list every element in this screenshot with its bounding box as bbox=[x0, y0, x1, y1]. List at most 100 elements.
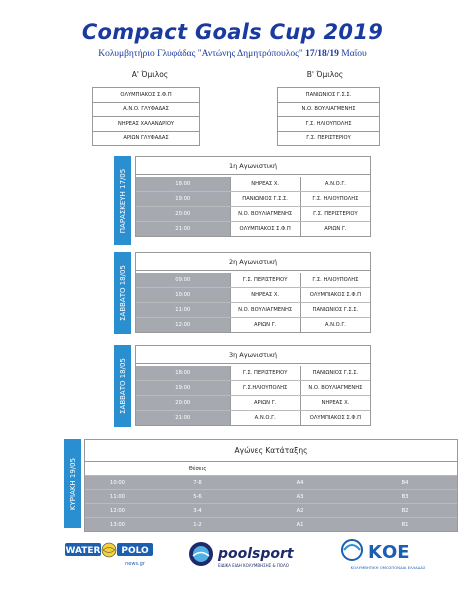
match-time: 12:00 bbox=[136, 318, 231, 332]
poolsport-sub-text: ΕΙΔΙΚΑ ΕΙΔΗ ΚΟΛΥΜΒΗΣΗΣ & ΠΟΛΟ bbox=[218, 563, 289, 568]
ranking-a: A2 bbox=[296, 507, 304, 514]
day-label: ΚΥΡΙΑΚΗ 19/05 bbox=[68, 457, 77, 510]
match-time: 19:00 bbox=[136, 192, 231, 206]
group-a-team: ΝΗΡΕΑΣ ΧΑΛΑΝΔΡΙΟΥ bbox=[93, 117, 199, 132]
match-time: 21:00 bbox=[136, 411, 231, 425]
match-time: 10:00 bbox=[136, 288, 231, 302]
home-team: Α.Ν.Ο.Γ. bbox=[231, 411, 301, 425]
ranking-row: 10:00 7-8 A4 B4 bbox=[85, 476, 457, 490]
home-team: Ν.Ο. ΒΟΥΛΙΑΓΜΕΝΗΣ bbox=[231, 303, 301, 317]
match-time: 19:00 bbox=[136, 381, 231, 395]
home-team: ΝΗΡΕΑΣ Χ. bbox=[231, 288, 301, 302]
home-team: ΟΛΥΜΠΙΑΚΟΣ Σ.Φ.Π bbox=[231, 222, 301, 236]
home-team: ΑΡΙΩΝ Γ. bbox=[231, 318, 301, 332]
ranking-subheader: Θέσεις bbox=[85, 462, 457, 476]
match-time: 18:00 bbox=[136, 177, 231, 191]
group-a-box: ΟΛΥΜΠΙΑΚΟΣ Σ.Φ.Π Α.Ν.Ο. ΓΛΥΦΑΔΑΣ ΝΗΡΕΑΣ … bbox=[92, 87, 200, 146]
home-team: ΝΗΡΕΑΣ Χ. bbox=[231, 177, 301, 191]
poolsport-text: poolsport bbox=[217, 546, 295, 562]
positions-header: Θέσεις bbox=[188, 465, 207, 472]
waterpolo-sub-text: news.gr bbox=[125, 561, 146, 567]
ranking-places: 1-2 bbox=[193, 521, 202, 528]
away-team: ΟΛΥΜΠΙΑΚΟΣ Σ.Φ.Π bbox=[309, 415, 361, 421]
group-b-team: Γ.Σ. ΠΕΡΙΣΤΕΡΙΟΥ bbox=[306, 135, 351, 142]
match-time: 21:00 bbox=[136, 222, 231, 236]
away-team: Ν.Ο. ΒΟΥΛΙΑΓΜΕΝΗΣ bbox=[308, 385, 363, 391]
match-time: 09:00 bbox=[136, 273, 231, 287]
group-b-team: Γ.Σ. ΗΛΙΟΥΠΟΛΗΣ bbox=[278, 117, 379, 132]
home-team: Γ.Σ. ΠΕΡΙΣΤΕΡΙΟΥ bbox=[231, 366, 301, 380]
ranking-row: 13:00 1-2 A1 B1 bbox=[85, 518, 457, 531]
ranking-b: B2 bbox=[401, 507, 409, 514]
match-time: 20:00 bbox=[136, 396, 231, 410]
ranking-title: Αγώνες Κατάταξης bbox=[85, 440, 457, 462]
away-team: Γ.Σ. ΗΛΙΟΥΠΟΛΗΣ bbox=[312, 196, 359, 202]
group-a-team: Α.Ν.Ο. ΓΛΥΦΑΔΑΣ bbox=[93, 103, 199, 117]
day-label: ΠΑΡΑΣΚΕΥΗ 17/05 bbox=[118, 168, 127, 233]
ranking-time: 13:00 bbox=[110, 521, 125, 528]
group-a-title: Α' Όμιλος bbox=[131, 70, 169, 79]
poolsport-logo: poolsport ΕΙΔΙΚΑ ΕΙΔΗ ΚΟΛΥΜΒΗΣΗΣ & ΠΟΛΟ bbox=[186, 538, 316, 574]
home-team: Γ.Σ. ΠΕΡΙΣΤΕΡΙΟΥ bbox=[231, 273, 301, 287]
matchday-title: 1η Αγωνιστική bbox=[136, 157, 370, 175]
day-label: ΣΑΒΒΑΤΟ 18/05 bbox=[118, 265, 127, 321]
group-b-title: Β' Όμιλος bbox=[306, 70, 344, 79]
ranking-a: A1 bbox=[296, 521, 304, 528]
month-text: Μαΐου bbox=[341, 49, 367, 59]
match-time: 20:00 bbox=[136, 207, 231, 221]
away-team: Α.Ν.Ο.Γ. bbox=[324, 322, 346, 328]
day-label-bar: ΠΑΡΑΣΚΕΥΗ 17/05 bbox=[114, 156, 131, 245]
group-a-team: ΑΡΙΩΝ ΓΛΥΦΑΔΑΣ bbox=[123, 135, 169, 142]
ranking-a: A4 bbox=[296, 479, 304, 486]
matchday-title: 3η Αγωνιστική bbox=[136, 346, 370, 364]
group-b-box: ΠΑΝΙΩΝΙΟΣ Γ.Σ.Σ. Ν.Ο. ΒΟΥΛΙΑΓΜΕΝΗΣ Γ.Σ. … bbox=[277, 87, 380, 146]
day-label-bar: ΣΑΒΒΑΤΟ 18/05 bbox=[114, 252, 131, 334]
day-label-bar: ΚΥΡΙΑΚΗ 19/05 bbox=[64, 439, 81, 528]
home-team: Γ.Σ.ΗΛΙΟΥΠΟΛΗΣ bbox=[231, 381, 301, 395]
page-subtitle: Κολυμβητήριο Γλυφάδας "Αντώνης Δημητρόπο… bbox=[0, 49, 465, 59]
away-team: Α.Ν.Ο.Γ. bbox=[324, 181, 346, 187]
koe-sub-text: ΚΟΛΥΜΒΗΤΙΚΗ ΟΜΟΣΠΟΝΔΙΑ ΕΛΛΑΔΑΣ bbox=[351, 565, 426, 570]
ranking-time: 11:00 bbox=[110, 493, 125, 500]
venue-text: Κολυμβητήριο Γλυφάδας "Αντώνης Δημητρόπο… bbox=[98, 49, 303, 59]
koe-logo: ΚΟΕ ΚΟΛΥΜΒΗΤΙΚΗ ΟΜΟΣΠΟΝΔΙΑ ΕΛΛΑΔΑΣ bbox=[338, 535, 438, 577]
ranking-places: 7-8 bbox=[193, 479, 202, 486]
away-team: Γ.Σ. ΠΕΡΙΣΤΕΡΙΟΥ bbox=[313, 211, 358, 217]
home-team: ΠΑΝΙΩΝΙΟΣ Γ.Σ.Σ. bbox=[231, 192, 301, 206]
day-label-bar: ΣΑΒΒΑΤΟ 18/05 bbox=[114, 345, 131, 427]
ranking-time: 10:00 bbox=[110, 479, 125, 486]
ranking-places: 5-6 bbox=[193, 493, 202, 500]
ranking-time: 12:00 bbox=[110, 507, 125, 514]
ranking-b: B4 bbox=[401, 479, 409, 486]
ranking-b: B1 bbox=[401, 521, 409, 528]
match-time: 11:00 bbox=[136, 303, 231, 317]
page-title: Compact Goals Cup 2019 bbox=[81, 20, 384, 44]
koe-text: ΚΟΕ bbox=[368, 542, 410, 563]
away-team: ΝΗΡΕΑΣ Χ. bbox=[321, 400, 350, 406]
group-a-team: ΟΛΥΜΠΙΑΚΟΣ Σ.Φ.Π bbox=[93, 88, 199, 103]
home-team: ΑΡΙΩΝ Γ. bbox=[231, 396, 301, 410]
day-label: ΣΑΒΒΑΤΟ 18/05 bbox=[118, 358, 127, 414]
ranking-a: A3 bbox=[296, 493, 304, 500]
away-team: Γ.Σ. ΗΛΙΟΥΠΟΛΗΣ bbox=[312, 277, 359, 283]
waterpolo-right-text: POLO bbox=[121, 546, 149, 556]
away-team: ΑΡΙΩΝ Γ. bbox=[324, 226, 347, 232]
waterpolo-logo: WATER POLO news.gr bbox=[65, 540, 155, 574]
match-time: 18:00 bbox=[136, 366, 231, 380]
